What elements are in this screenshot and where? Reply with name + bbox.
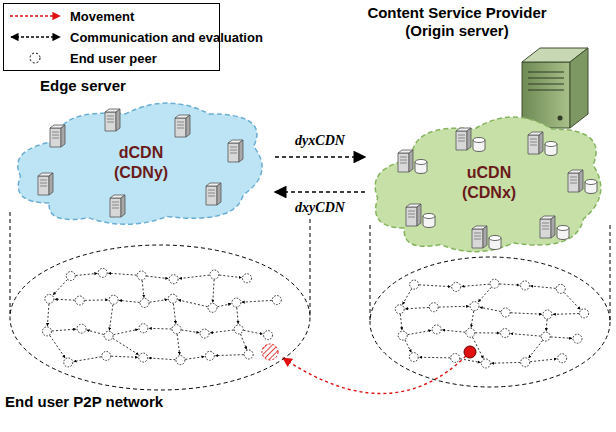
cloud-shape — [10, 95, 272, 230]
cloud-label: uCDN (CDNx) — [462, 163, 516, 203]
p2p-region: End user P2P network — [10, 245, 310, 390]
connector — [275, 156, 365, 158]
region-label: End user P2P network — [5, 393, 163, 411]
server-icons — [10, 95, 272, 230]
cloud-label: dCDN (CDNy) — [114, 143, 168, 183]
provider-label: Content Service Provider (Origin server) — [352, 4, 562, 40]
cloud-region: dCDN (CDNy) — [10, 95, 272, 230]
edge-server-label: Edge server — [40, 77, 126, 95]
legend-entry: Movement — [8, 7, 134, 25]
legend-box: MovementCommunication and evaluationEnd … — [3, 3, 220, 71]
legend-text: Communication and evaluation — [70, 30, 263, 45]
connector — [275, 191, 365, 193]
legend-sample — [8, 51, 64, 65]
legend-text: End user peer — [70, 51, 157, 66]
edge-label: dxyCDN — [293, 200, 347, 216]
edge-label: dyxCDN — [293, 133, 347, 149]
legend-sample — [8, 9, 64, 23]
server-icons — [368, 108, 610, 258]
cloud-region: uCDN (CDNx) — [368, 108, 610, 258]
legend-entry: End user peer — [8, 49, 157, 67]
legend-entry: Communication and evaluation — [8, 28, 263, 46]
p2p-outline — [10, 245, 310, 390]
legend-text: Movement — [70, 9, 134, 24]
legend-sample — [8, 30, 64, 44]
